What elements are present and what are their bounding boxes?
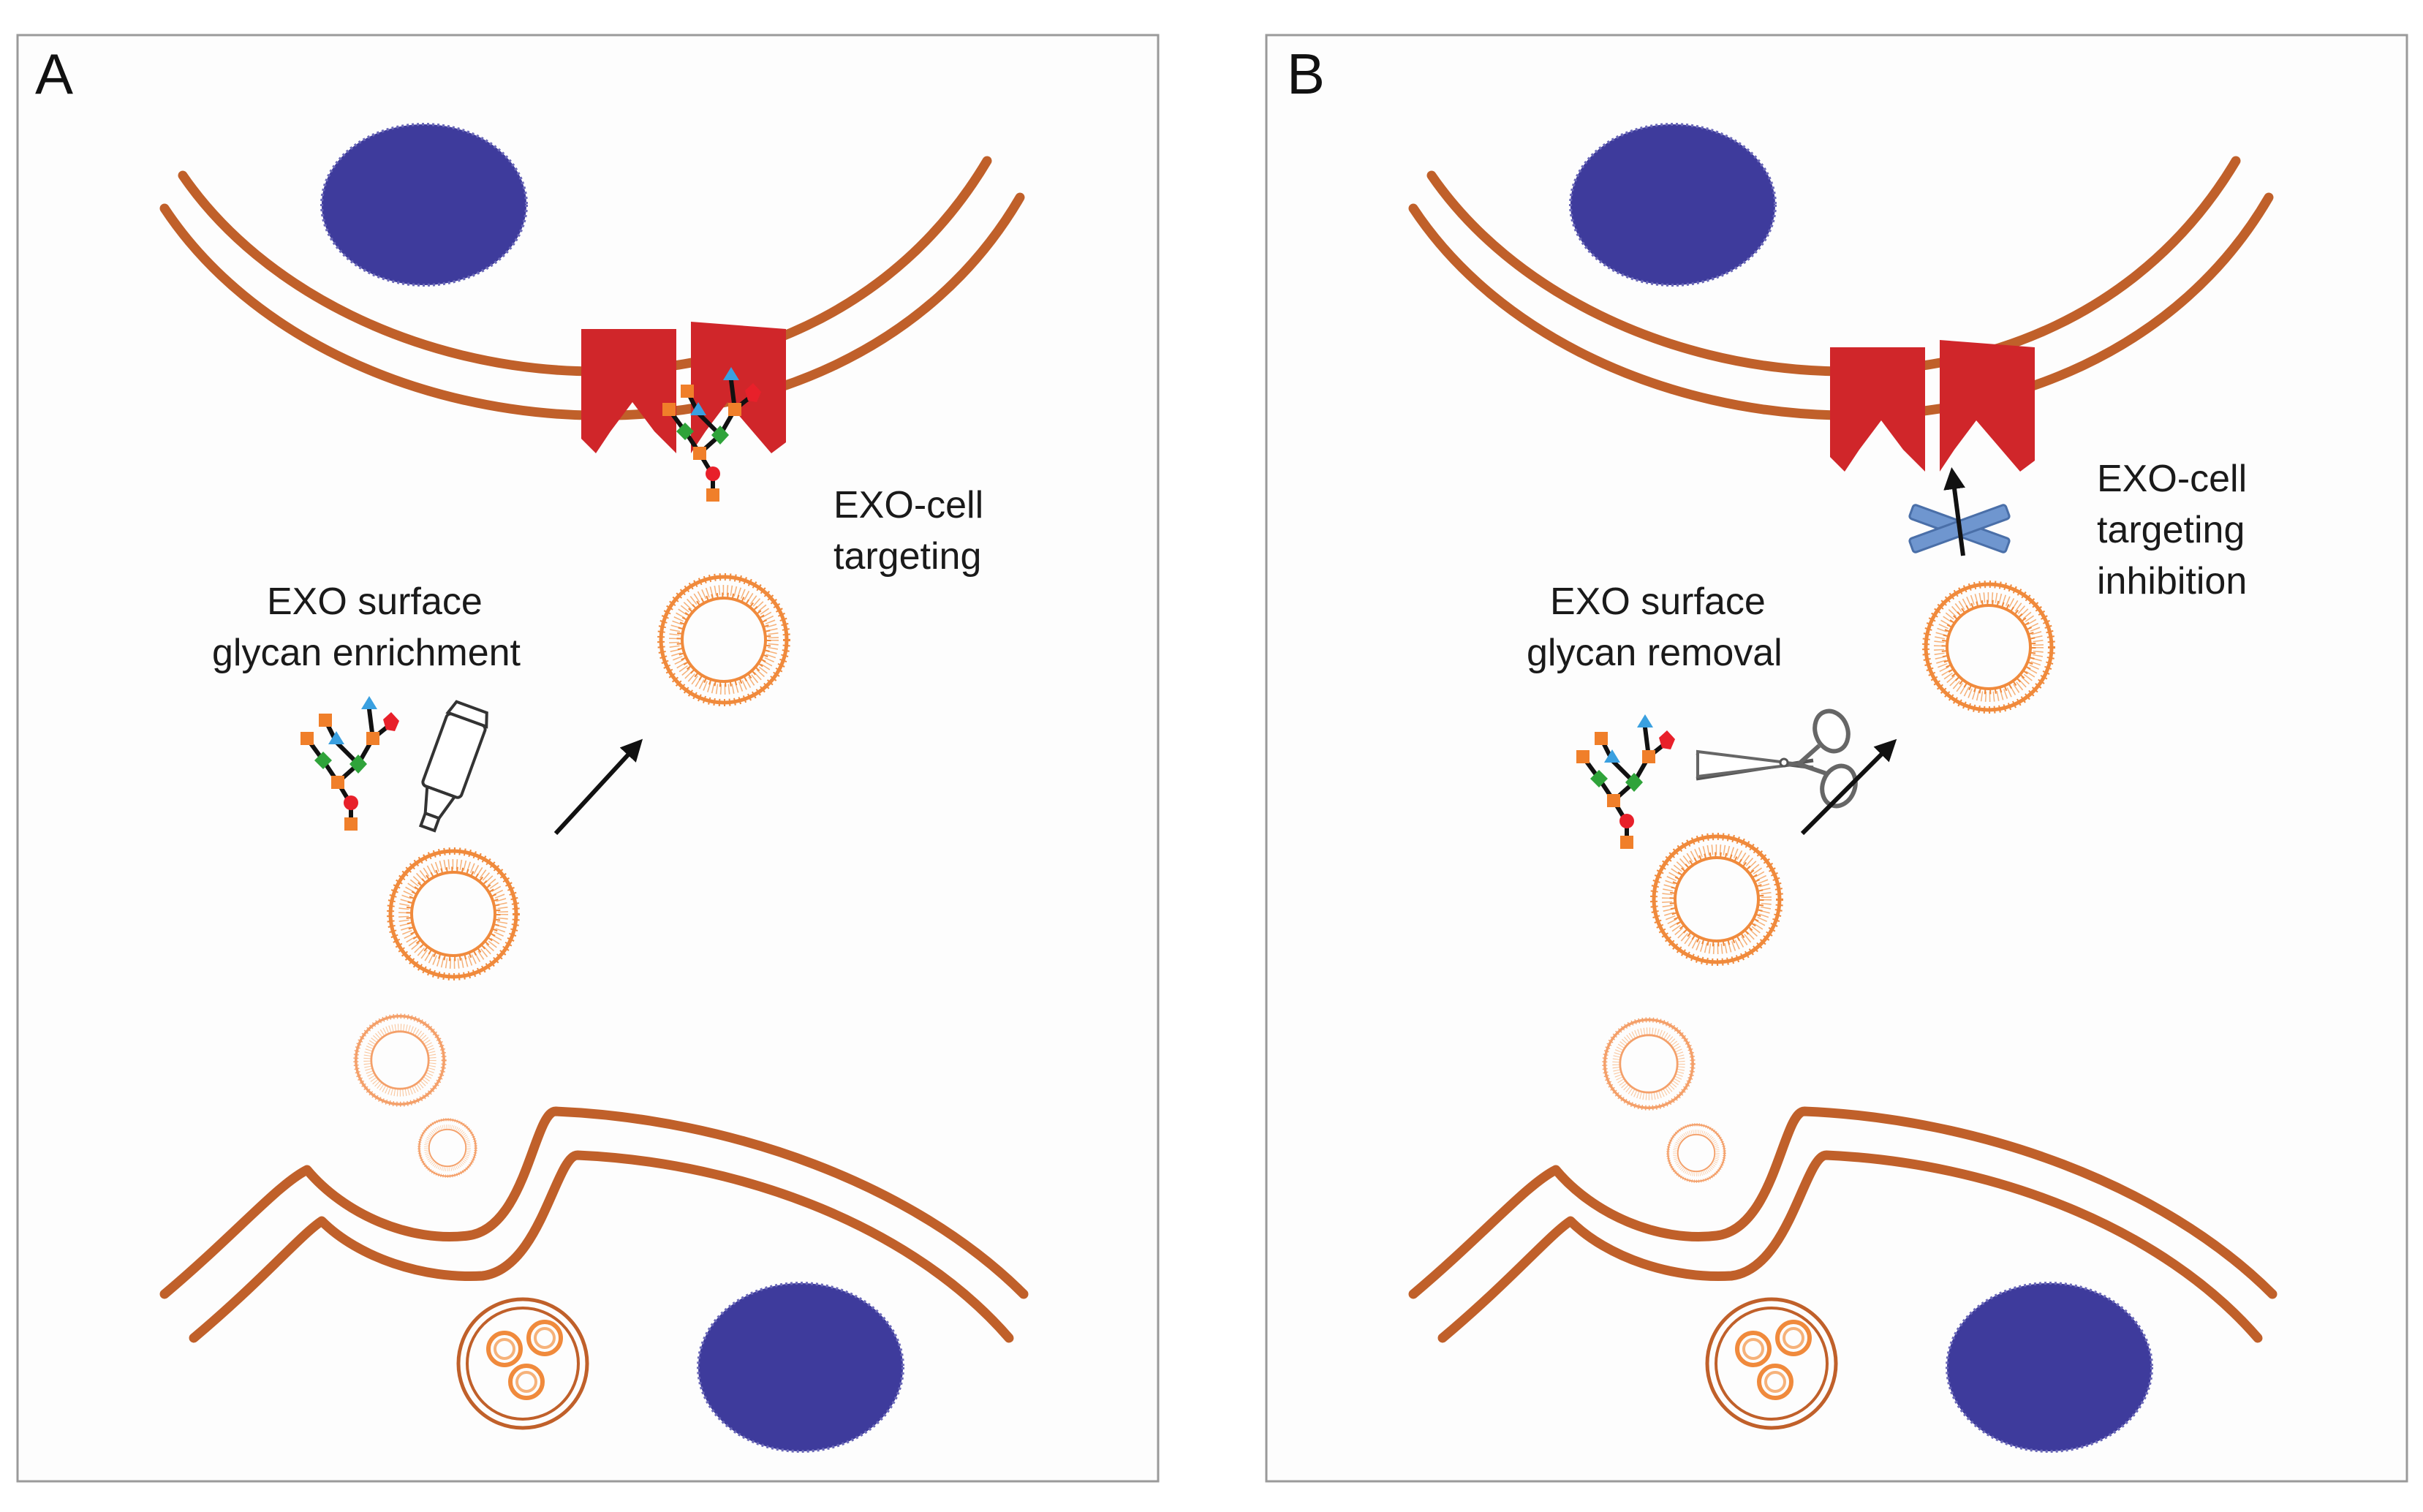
multivesicular-body [1705, 1297, 1838, 1430]
donor-cell-outer-membrane [159, 1106, 1029, 1299]
panel-a-letter: A [35, 42, 73, 106]
panel-b: B EXO-cell targeting inhibition EXO surf… [1265, 34, 2408, 1483]
glycan-label-line1: EXO surface [1550, 581, 1766, 623]
targeting-label-line1: EXO-cell [2097, 458, 2247, 500]
panel-b-letter: B [1287, 42, 1325, 106]
panel-b-frame [1265, 34, 2408, 1483]
multivesicular-body [456, 1297, 589, 1430]
donor-nucleus [697, 1282, 904, 1453]
targeting-label-line3: inhibition [2097, 560, 2247, 602]
panel-a: A EXO-cell targeting EXO surface glycan … [16, 34, 1160, 1483]
donor-cell-inner-membrane [189, 1150, 1014, 1343]
scissors-icon [1696, 708, 1858, 809]
recipient-cell-outer-membrane [1426, 156, 2241, 377]
glycan-label-line1: EXO surface [267, 581, 483, 623]
arrow-icon [1800, 738, 1897, 836]
recipient-cell-outer-membrane [178, 156, 992, 377]
donor-cell-outer-membrane [1408, 1106, 2278, 1299]
donor-cell-inner-membrane [1437, 1150, 2263, 1343]
targeting-label-line1: EXO-cell [834, 484, 983, 526]
arrow-icon [1943, 467, 1965, 556]
glycan-label-line2: glycan enrichment [212, 632, 521, 674]
glycan-label-line2: glycan removal [1527, 632, 1783, 674]
recipient-nucleus [320, 123, 528, 287]
donor-nucleus [1946, 1282, 2153, 1453]
targeting-label-line2: targeting [2097, 509, 2245, 551]
recipient-nucleus [1569, 123, 1777, 287]
panel-a-frame [16, 34, 1160, 1483]
arrow-icon [553, 738, 643, 836]
targeting-label-line2: targeting [834, 535, 981, 578]
tube-icon [418, 700, 488, 833]
